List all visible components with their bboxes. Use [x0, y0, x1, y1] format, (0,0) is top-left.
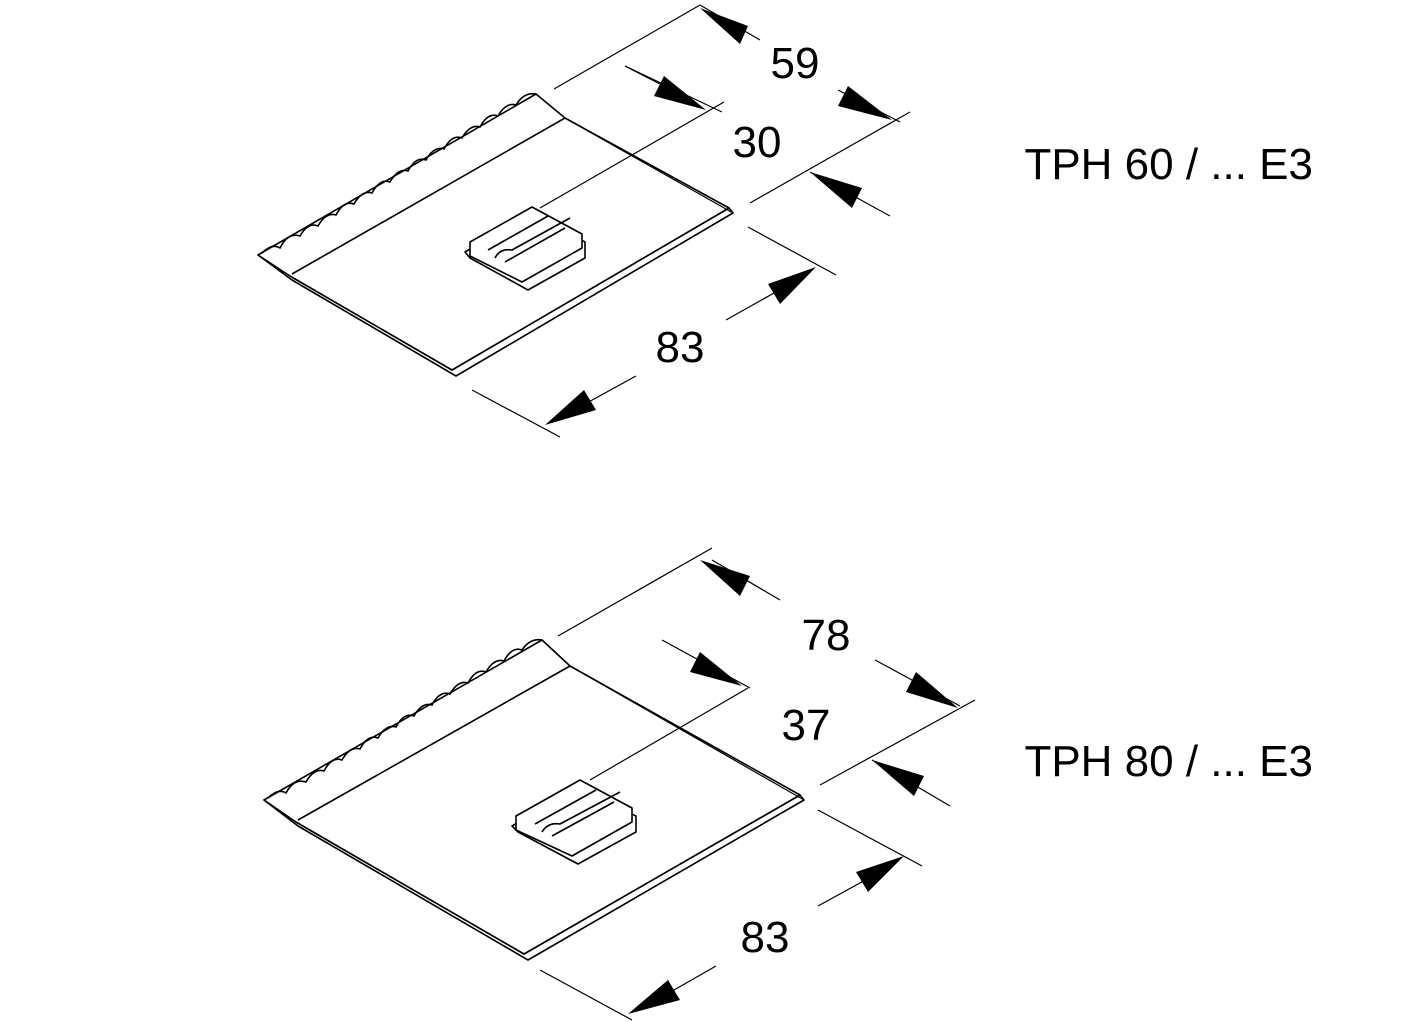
dimension-83-top: 83	[545, 267, 816, 425]
dim-83-top-text: 83	[656, 323, 705, 372]
dimension-37: 37	[690, 652, 951, 807]
clip-top	[464, 206, 586, 291]
ext-line-83b-top	[817, 809, 923, 867]
dim-37-text: 37	[782, 701, 831, 750]
dimension-30: 30	[624, 65, 891, 217]
dim-83-bottom-text: 83	[741, 913, 790, 962]
dimension-78: 78	[700, 559, 961, 708]
ext-line-59-right	[564, 111, 911, 214]
ext-line-59-left	[553, 4, 701, 90]
ext-line-78-right	[569, 665, 976, 801]
ext-line-83-top	[747, 226, 837, 276]
ext-line-78-left	[557, 547, 713, 637]
dimension-59: 59	[699, 4, 901, 123]
part-label-tph60: TPH 60 / ... E3	[1024, 140, 1313, 189]
part-tph60: 59 30 83 TPH 60 / ... E3	[257, 4, 1313, 438]
clip-bottom	[511, 779, 637, 865]
ext-line-83b-bottom	[539, 969, 633, 1021]
plate-bottom	[263, 638, 805, 961]
dim-78-text: 78	[802, 611, 851, 660]
plate-top	[257, 92, 734, 377]
part-tph80: 78 37 83 TPH 80 / ... E3	[263, 547, 1313, 1021]
part-label-tph80: TPH 80 / ... E3	[1024, 737, 1313, 786]
dimension-83-bottom: 83	[628, 856, 904, 1014]
dim-30-text: 30	[733, 118, 782, 167]
dim-59-text: 59	[771, 39, 820, 88]
ext-line-83-bottom	[471, 389, 561, 438]
